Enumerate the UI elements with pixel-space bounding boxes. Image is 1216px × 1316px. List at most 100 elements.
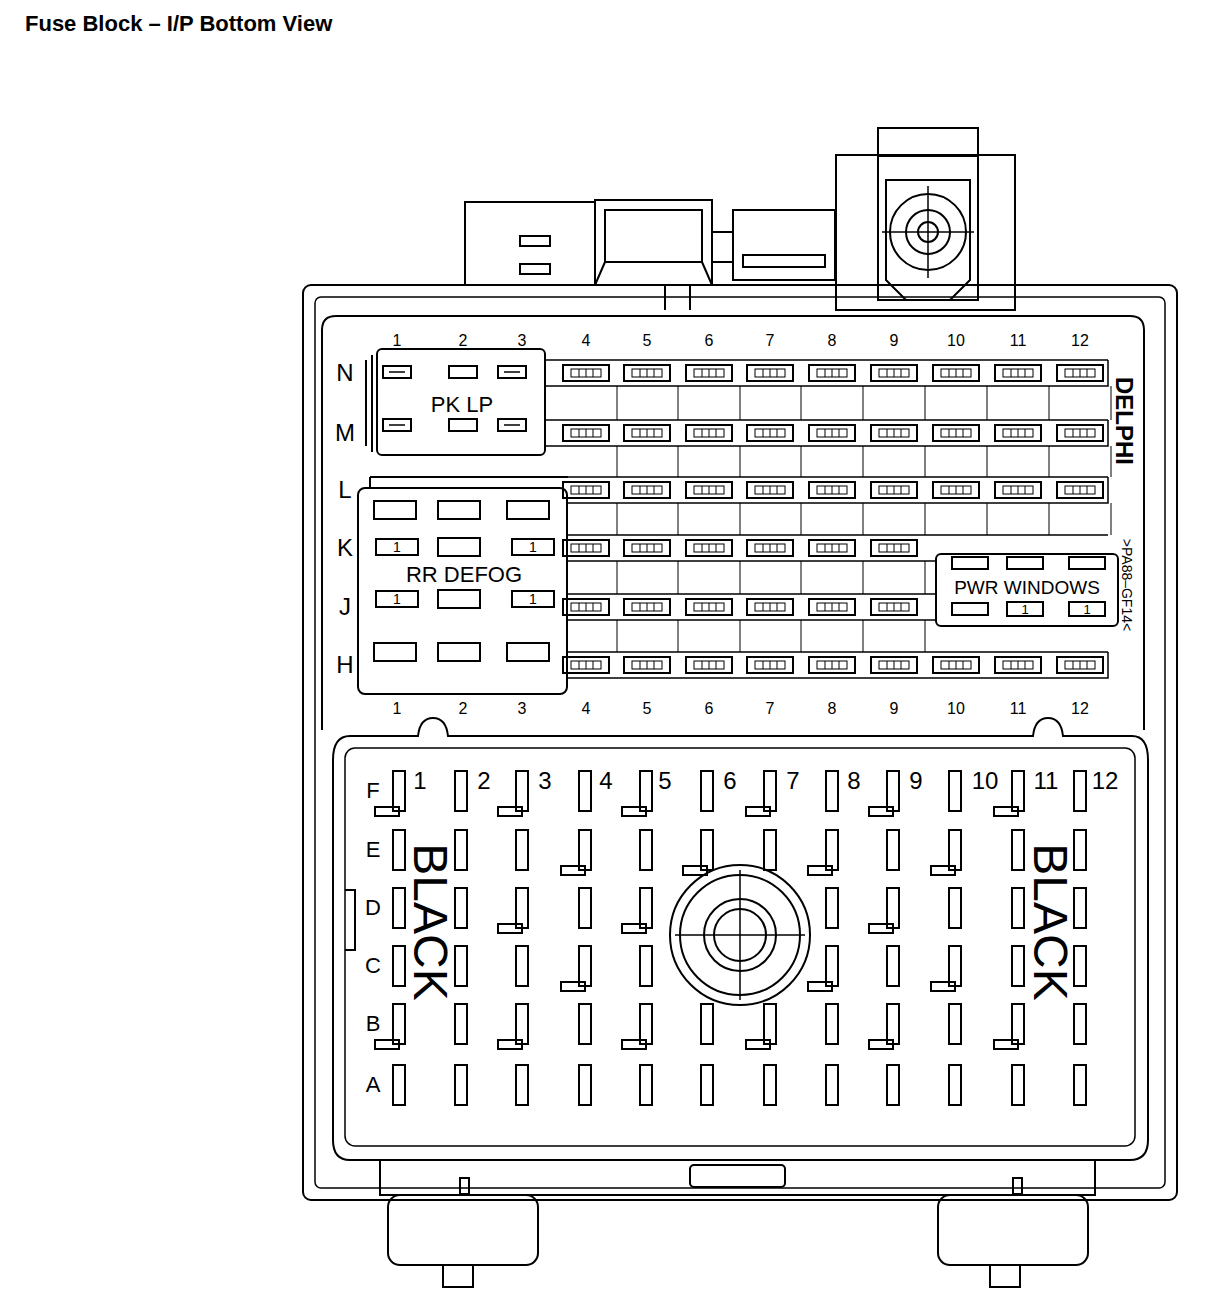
box-label-wrap: 1 bbox=[393, 539, 401, 555]
box-label: 1 bbox=[1021, 603, 1028, 616]
terminal-tab bbox=[561, 982, 585, 991]
column-number: 7 bbox=[766, 701, 775, 717]
fuse-blade-rib bbox=[825, 369, 839, 377]
fuse-slot bbox=[995, 657, 1041, 673]
terminal-pin bbox=[455, 1004, 467, 1044]
fuse-slot bbox=[563, 425, 609, 441]
cavity-number-wrap: 5 bbox=[658, 769, 671, 793]
fuse-slot bbox=[933, 482, 979, 498]
fuse-blade bbox=[941, 486, 971, 494]
fuse-slot bbox=[995, 365, 1041, 381]
terminal-pin bbox=[640, 771, 652, 811]
terminal-pin bbox=[455, 1065, 467, 1105]
fuse-slot bbox=[686, 657, 732, 673]
fuse-blade bbox=[755, 661, 785, 669]
relay-cavity-box: 1 bbox=[511, 590, 555, 608]
column-number-wrap: 3 bbox=[518, 701, 527, 717]
relay-cavity bbox=[1069, 557, 1105, 569]
fuse-divider bbox=[1049, 386, 1050, 420]
column-number-wrap: 8 bbox=[828, 333, 837, 349]
fuse-divider bbox=[925, 446, 926, 477]
part-code-wrap: >PA88–GF14< bbox=[1119, 539, 1135, 631]
bracket-detail bbox=[878, 156, 978, 300]
fuse-blade-rib bbox=[887, 603, 901, 611]
tab-symbol bbox=[520, 236, 550, 246]
fuse-blade-rib bbox=[702, 544, 716, 552]
column-number-wrap: 5 bbox=[643, 333, 652, 349]
terminal-pin bbox=[887, 771, 899, 811]
cavity-number-wrap: 6 bbox=[723, 769, 736, 793]
fuse-region bbox=[322, 316, 1144, 730]
fuse-slot bbox=[933, 657, 979, 673]
terminal-pin bbox=[701, 1004, 713, 1044]
fuse-divider bbox=[863, 503, 864, 535]
column-number-wrap: 11 bbox=[1010, 701, 1027, 717]
terminal-pin bbox=[1074, 771, 1086, 811]
fuse-slot bbox=[871, 425, 917, 441]
housing bbox=[303, 128, 1177, 1287]
relay-cavity bbox=[374, 643, 416, 661]
fuse-slot bbox=[809, 657, 855, 673]
fuse-slot bbox=[747, 365, 793, 381]
box-label-wrap: 1 bbox=[393, 591, 401, 607]
fuse-blade-rib bbox=[825, 603, 839, 611]
column-number-wrap: 8 bbox=[828, 701, 837, 717]
terminal-tab bbox=[375, 807, 399, 816]
cavity-number-wrap: 4 bbox=[599, 769, 612, 793]
column-number-wrap: 10 bbox=[947, 701, 965, 717]
column-number-wrap: 4 bbox=[582, 333, 591, 349]
fuse-blade bbox=[632, 369, 662, 377]
fuse-blade-rib bbox=[949, 429, 963, 437]
fuse-blade bbox=[694, 486, 724, 494]
terminal-pin bbox=[1012, 888, 1024, 928]
cavity-number-wrap: 8 bbox=[847, 769, 860, 793]
fuse-slot bbox=[809, 599, 855, 615]
column-number: 1 bbox=[393, 701, 402, 717]
fuse-blade-rib bbox=[1073, 486, 1087, 494]
cavity-number: 4 bbox=[599, 769, 612, 793]
terminal-pin bbox=[579, 946, 591, 986]
relay-cavity bbox=[498, 366, 526, 378]
fuse-divider bbox=[801, 503, 802, 535]
terminal-tab bbox=[746, 1040, 770, 1049]
relay-cavity-box: 1 bbox=[375, 590, 419, 608]
fuse-blade bbox=[632, 486, 662, 494]
fuse-blade-rib bbox=[640, 429, 654, 437]
center-bolt bbox=[670, 865, 810, 1005]
terminal-pin bbox=[579, 1004, 591, 1044]
fuse-blade bbox=[755, 429, 785, 437]
fuse-blade bbox=[571, 429, 601, 437]
fuse-divider bbox=[925, 561, 926, 594]
cavity-number-wrap: 11 bbox=[1034, 769, 1059, 793]
bottom-rail bbox=[380, 1160, 1095, 1195]
cavity-number: 12 bbox=[1092, 769, 1119, 793]
fuse-blade bbox=[1065, 661, 1095, 669]
fuse-slot bbox=[563, 365, 609, 381]
fuse-slot bbox=[871, 657, 917, 673]
relay-cavity bbox=[952, 603, 988, 615]
terminal-pin bbox=[764, 830, 776, 870]
box-label-wrap: 1 bbox=[1021, 601, 1028, 617]
terminal-pin bbox=[640, 1004, 652, 1044]
terminal-tab bbox=[375, 1040, 399, 1049]
stud-crosshair bbox=[882, 186, 974, 278]
cavity-row-letter: D bbox=[365, 897, 381, 919]
fuse-divider bbox=[740, 620, 741, 652]
fuse-divider bbox=[678, 386, 679, 420]
row-letter-wrap: H bbox=[336, 653, 353, 677]
relay-cavity bbox=[449, 366, 477, 378]
fuse-blade bbox=[694, 544, 724, 552]
terminal-pin bbox=[887, 888, 899, 928]
fuse-slot bbox=[809, 425, 855, 441]
box-label-wrap: PWR WINDOWS bbox=[954, 578, 1100, 597]
relay-block: PK LP bbox=[376, 348, 546, 456]
fuse-slot bbox=[624, 425, 670, 441]
column-number: 7 bbox=[766, 333, 775, 349]
column-number: 10 bbox=[947, 701, 965, 717]
fuse-slot bbox=[809, 365, 855, 381]
terminal-pin bbox=[516, 1004, 528, 1044]
fuse-blade bbox=[694, 661, 724, 669]
terminal-pin bbox=[826, 888, 838, 928]
latch bbox=[938, 1195, 1088, 1265]
